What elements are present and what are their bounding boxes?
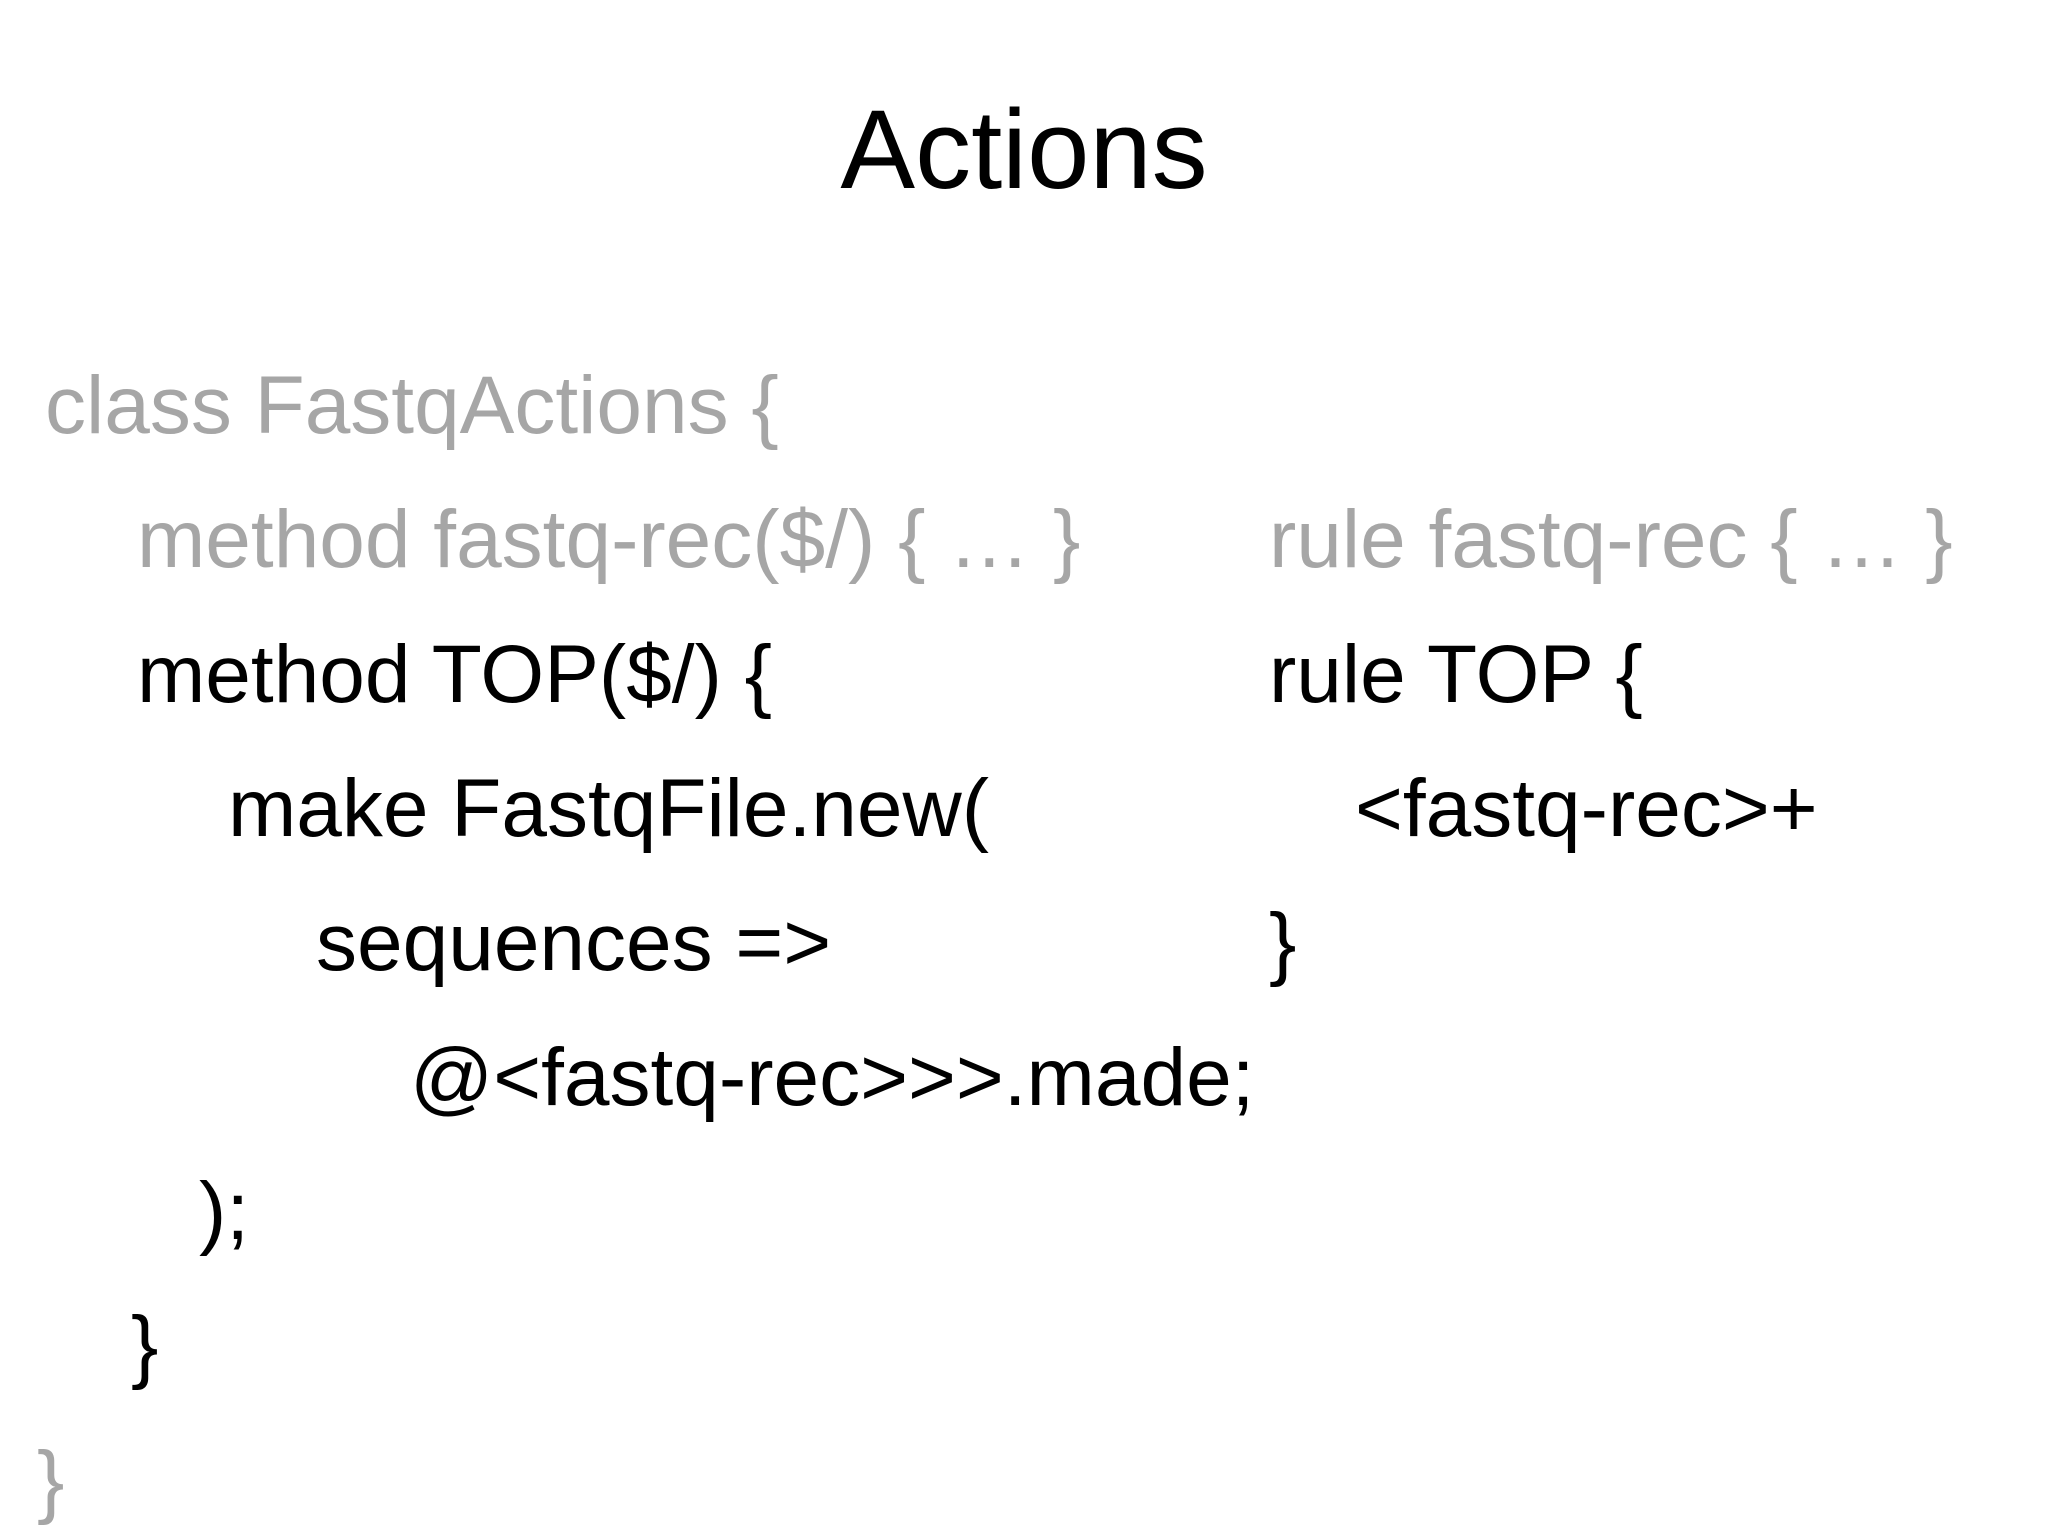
code-line-class-decl: class FastqActions {	[45, 360, 779, 451]
code-line-fastq-rec-plus: <fastq-rec>+	[1355, 763, 1818, 854]
code-line-method-fastq-rec: method fastq-rec($/) { … }	[137, 494, 1081, 585]
slide-title: Actions	[840, 87, 1208, 212]
code-line-rule-top: rule TOP {	[1269, 629, 1643, 720]
code-line-made-call: @<fastq-rec>>>.made;	[410, 1032, 1255, 1123]
code-line-rule-fastq-rec: rule fastq-rec { … }	[1269, 494, 1953, 585]
code-line-rule-close-brace: }	[1269, 897, 1297, 988]
code-line-class-close-brace: }	[37, 1435, 65, 1526]
code-line-method-close-brace: }	[131, 1300, 159, 1391]
code-line-make-new: make FastqFile.new(	[228, 763, 990, 854]
code-line-method-top: method TOP($/) {	[137, 629, 773, 720]
code-line-close-paren: );	[199, 1166, 250, 1257]
code-line-sequences-arg: sequences =>	[316, 897, 832, 988]
